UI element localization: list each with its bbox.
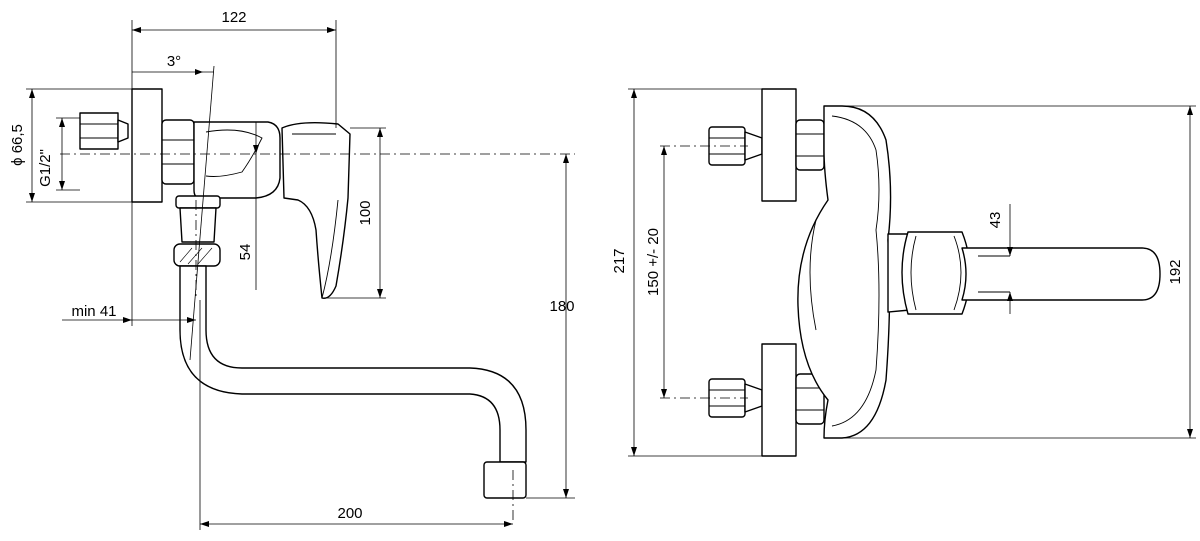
upper-hex-nut [795, 119, 825, 171]
dim-label-43: 43 [987, 212, 1004, 229]
lever-handle [281, 121, 351, 299]
dim-label-180: 180 [549, 298, 574, 315]
dimension-spout-reach: 200 [199, 300, 513, 530]
dim-label-54: 54 [237, 244, 254, 261]
dimension-angle: 3° [132, 53, 215, 361]
dimension-overall-width: 217 [611, 88, 762, 457]
front-view: 217 150 +/- 20 43 192 [611, 88, 1196, 457]
dimension-spout-height: 180 [526, 154, 575, 499]
dim-label-217: 217 [611, 248, 628, 273]
dimension-diameter: ϕ 66,5 [9, 88, 132, 203]
dim-label-diameter: ϕ 66,5 [9, 124, 26, 166]
upper-flange [761, 88, 797, 202]
dimension-thread: G1/2" [37, 117, 80, 191]
dimension-handle-height: 100 [322, 127, 386, 299]
dimension-centre-distance: 150 +/- 20 [645, 146, 667, 398]
dim-label-thread: G1/2" [37, 149, 54, 187]
dim-label-angle: 3° [167, 53, 181, 70]
dimension-body-drop: 54 [237, 122, 259, 290]
dimension-handle-length: 192 [842, 105, 1196, 439]
dim-label-192: 192 [1167, 259, 1184, 284]
lower-connector [708, 378, 763, 418]
outlet-collar [175, 195, 221, 243]
handle-assembly [887, 231, 1161, 315]
dim-label-122: 122 [221, 9, 246, 26]
swivel-nut [173, 243, 221, 267]
dim-label-min41: min 41 [71, 303, 116, 320]
flange-nut [161, 119, 195, 185]
dim-label-150: 150 +/- 20 [645, 228, 662, 296]
wall-flange [131, 88, 163, 203]
side-view: 122 3° ϕ 66,5 G1/2" [9, 9, 575, 530]
dim-label-100: 100 [357, 200, 374, 225]
lower-hex-nut [795, 373, 825, 425]
dimension-overall-depth: 122 [131, 9, 337, 128]
mixer-body [193, 121, 281, 199]
dimension-handle-offset: 43 [987, 204, 1013, 314]
dim-label-200: 200 [337, 505, 362, 522]
aerator [483, 461, 527, 499]
spout-tube [179, 265, 527, 463]
dimension-min-offset: min 41 [62, 202, 196, 326]
lower-flange [761, 343, 797, 457]
wall-connector [79, 112, 129, 150]
